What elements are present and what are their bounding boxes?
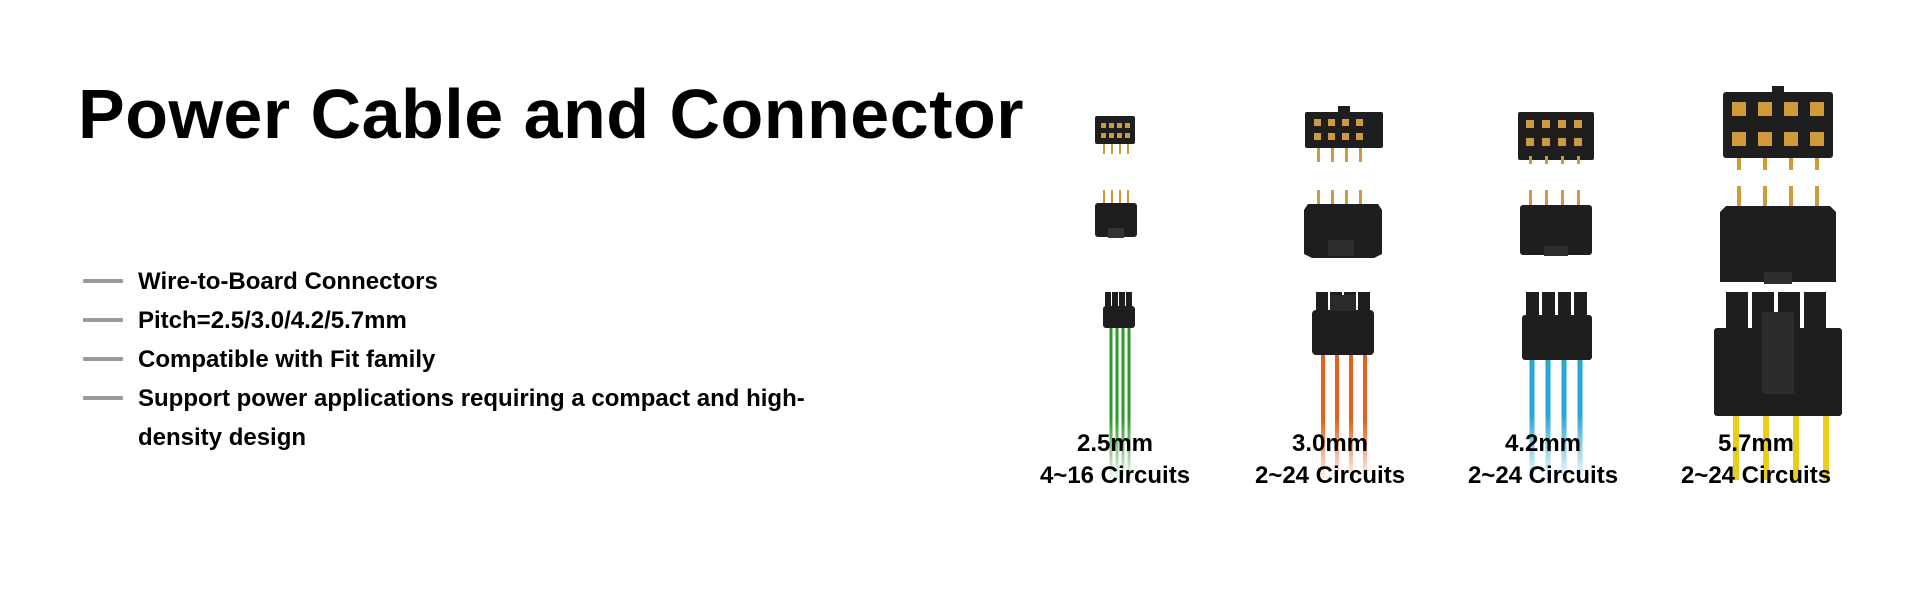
header-side-icon — [1095, 190, 1137, 238]
bullet-dash-icon — [83, 357, 123, 361]
header-top-icon — [1518, 112, 1594, 164]
connector-2-5mm — [1095, 116, 1137, 482]
header-side-icon — [1720, 186, 1836, 284]
header-top-icon — [1305, 106, 1383, 162]
feature-list: Wire-to-Board Connectors Pitch=2.5/3.0/4… — [80, 262, 840, 457]
connector-caption: 3.0mm 2~24 Circuits — [1230, 428, 1430, 492]
connector-4-2mm — [1518, 112, 1594, 482]
cable-plug-icon — [1103, 292, 1136, 482]
pitch-label: 3.0mm — [1291, 430, 1369, 457]
pitch-label: 5.7mm — [1717, 430, 1795, 457]
page-title: Power Cable and Connector — [78, 75, 1024, 153]
connector-illustrations — [1095, 86, 1842, 482]
header-top-icon — [1723, 86, 1833, 170]
connector-caption: 5.7mm 2~24 Circuits — [1656, 428, 1856, 492]
connector-3-0mm — [1304, 106, 1383, 482]
feature-text: Wire-to-Board Connectors — [138, 268, 438, 295]
bullet-dash-icon — [83, 279, 123, 283]
header-side-icon — [1304, 190, 1382, 258]
cable-plug-icon — [1522, 292, 1592, 482]
header-side-icon — [1520, 190, 1592, 256]
circuits-label: 2~24 Circuits — [1254, 462, 1406, 489]
connector-5-7mm — [1714, 86, 1842, 480]
bullet-dash-icon — [83, 318, 123, 322]
feature-text: Support power applications requiring a c… — [138, 385, 805, 451]
connector-panel — [1020, 60, 1900, 560]
feature-item: Pitch=2.5/3.0/4.2/5.7mm — [80, 301, 840, 340]
cable-plug-icon — [1714, 292, 1842, 480]
connector-caption: 4.2mm 2~24 Circuits — [1443, 428, 1643, 492]
circuits-label: 2~24 Circuits — [1680, 462, 1832, 489]
feature-item: Support power applications requiring a c… — [80, 379, 840, 457]
bullet-dash-icon — [83, 396, 123, 400]
cable-plug-icon — [1312, 292, 1374, 482]
circuits-label: 2~24 Circuits — [1467, 462, 1619, 489]
feature-item: Wire-to-Board Connectors — [80, 262, 840, 301]
feature-text: Pitch=2.5/3.0/4.2/5.7mm — [138, 307, 407, 334]
header-top-icon — [1095, 116, 1135, 154]
feature-item: Compatible with Fit family — [80, 340, 840, 379]
circuits-label: 4~16 Circuits — [1039, 462, 1191, 489]
feature-text: Compatible with Fit family — [138, 346, 436, 373]
connector-caption: 2.5mm 4~16 Circuits — [1015, 428, 1215, 492]
pitch-label: 4.2mm — [1504, 430, 1582, 457]
pitch-label: 2.5mm — [1076, 430, 1154, 457]
